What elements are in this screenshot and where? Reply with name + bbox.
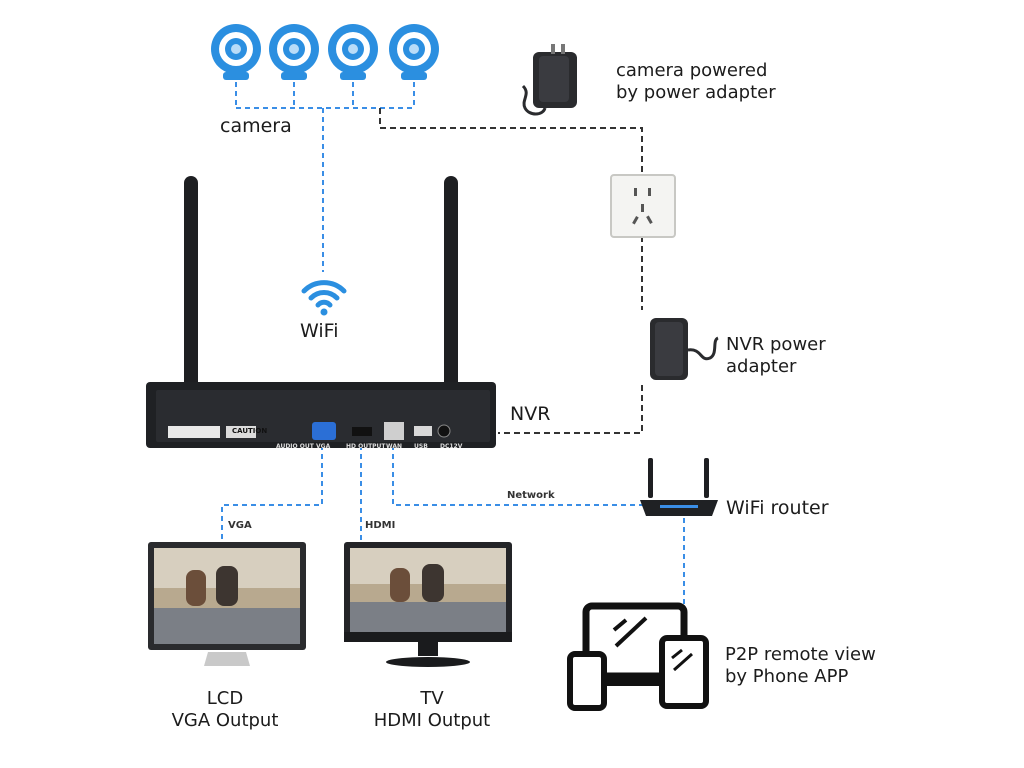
tv-label-line2: HDMI Output	[373, 709, 491, 731]
nvr-icon	[146, 176, 496, 448]
vga-line-label: VGA	[228, 520, 252, 531]
nvr-dc-label: DC12V	[440, 443, 463, 450]
nvr-power-label-line1: NVR power	[726, 334, 826, 355]
antenna-right-icon	[444, 176, 458, 404]
cameras-group	[211, 24, 439, 80]
monitor-icon	[148, 542, 306, 666]
tv-label-line1: TV	[420, 688, 444, 709]
nvr-power-line	[498, 236, 643, 434]
nvr-audio-out-label: AUDIO OUT	[276, 443, 314, 450]
nvr-wan-label: WAN	[386, 443, 403, 450]
camera-power-line	[379, 108, 643, 176]
nvr-power-adapter-icon	[650, 318, 719, 380]
nvr-vga-label: VGA	[316, 443, 331, 450]
camera-icon	[269, 24, 319, 80]
camera-power-label-line2: by power adapter	[616, 81, 776, 103]
camera-label: camera	[220, 115, 292, 137]
nvr-hd-output-label: HD OUTPUT	[346, 443, 386, 450]
network-line	[392, 445, 645, 506]
camera-power-label-line1: camera powered	[616, 60, 768, 81]
nvr-caution-label: CAUTION	[232, 427, 268, 435]
camera-power-label: camera powered by power adapter	[616, 60, 776, 103]
router-icon	[640, 458, 718, 516]
antenna-left-icon	[184, 176, 198, 404]
p2p-label-line1: P2P remote view	[725, 644, 876, 665]
camera-icon	[211, 24, 261, 80]
devices-icon	[567, 602, 709, 711]
network-label: Network	[507, 490, 555, 501]
wall-socket-icon	[610, 174, 676, 238]
nvr-usb-label: USB	[414, 443, 428, 450]
lcd-label-line1: LCD	[206, 688, 244, 709]
tv-label: TV HDMI Output	[352, 688, 512, 731]
camera-icon	[328, 24, 378, 80]
lcd-label: LCD VGA Output	[150, 688, 300, 731]
tv-icon	[344, 542, 512, 667]
nvr-label: NVR	[510, 403, 551, 425]
p2p-label: P2P remote view by Phone APP	[725, 644, 876, 687]
camera-bus-line	[235, 82, 415, 109]
wifi-icon	[301, 280, 347, 316]
p2p-label-line2: by Phone APP	[725, 665, 849, 687]
camera-icon	[389, 24, 439, 80]
lcd-label-line2: VGA Output	[171, 709, 279, 731]
nvr-power-label-line2: adapter	[726, 355, 797, 377]
wifi-router-label: WiFi router	[726, 497, 829, 519]
wifi-label: WiFi	[300, 320, 339, 342]
nvr-power-label: NVR power adapter	[726, 334, 826, 377]
hdmi-line-label: HDMI	[365, 520, 396, 531]
power-adapter-icon	[521, 44, 577, 116]
vga-line	[221, 445, 323, 545]
